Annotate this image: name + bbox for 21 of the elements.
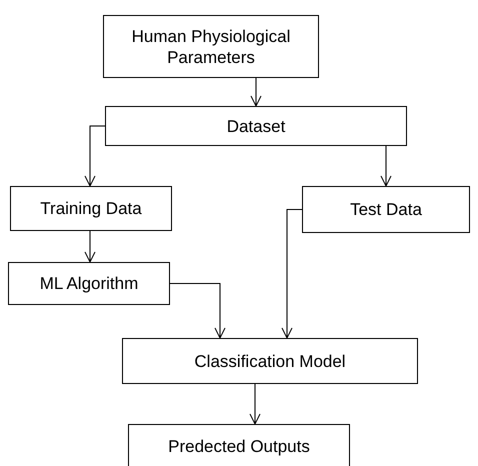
box-label: Training Data (40, 198, 142, 219)
box-label: Human Physiological Parameters (130, 26, 292, 68)
arrow (84, 230, 96, 262)
box-label: Classification Model (194, 350, 346, 372)
arrow (380, 146, 392, 186)
arrow (250, 78, 262, 106)
box-label: Dataset (226, 116, 286, 136)
process-box (103, 15, 319, 78)
process-box (105, 106, 407, 146)
box-label: Test Data (350, 199, 422, 220)
arrow (84, 126, 106, 186)
process-box (122, 338, 418, 384)
arrow (170, 283, 226, 338)
arrow (250, 384, 260, 424)
box-label: ML Algorithm (40, 273, 138, 294)
process-box (302, 186, 470, 233)
box-label: Predected Outputs (168, 436, 310, 456)
process-box (8, 262, 170, 305)
process-box (128, 424, 350, 466)
arrow (282, 209, 302, 338)
process-box (10, 186, 172, 231)
